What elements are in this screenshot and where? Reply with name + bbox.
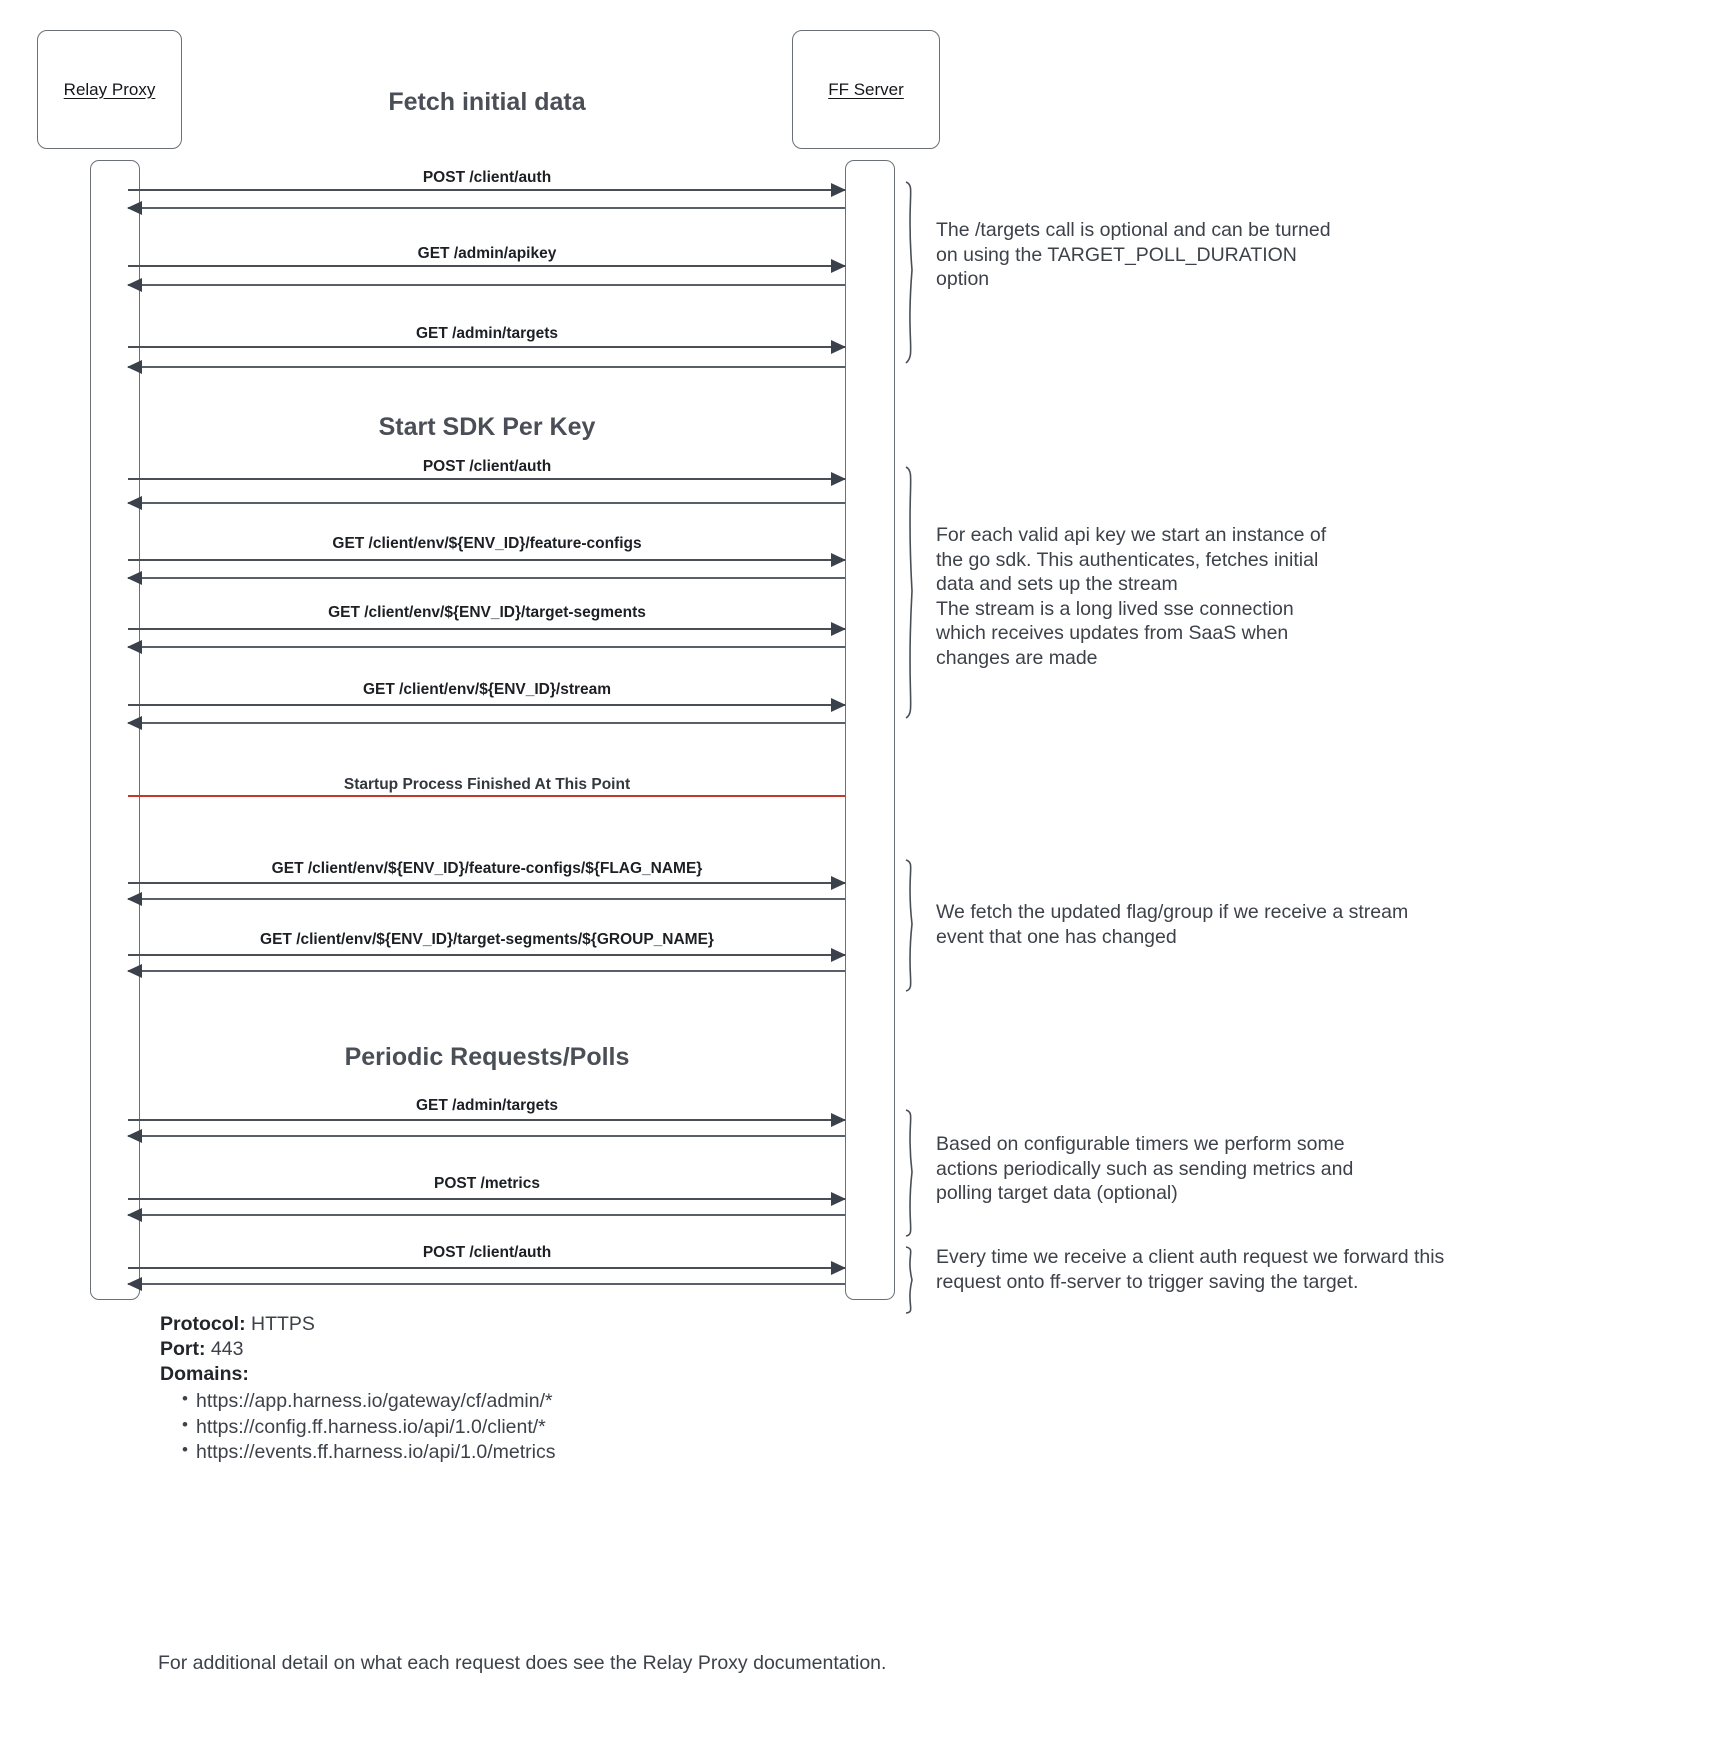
lifeline-relay-proxy [90,160,140,1300]
message-arrow-m1-request [128,183,846,197]
curly-brace-icon [905,181,913,364]
message-arrow-m10-request [128,1113,846,1127]
note-client-auth-fwd-text: Every time we receive a client auth requ… [936,1246,1445,1293]
footer-protocol-row: Protocol: HTTPS [160,1312,960,1337]
participant-ff-server[interactable]: FF Server [792,30,940,149]
note-client-auth-fwd: Every time we receive a client auth requ… [900,1245,1600,1315]
curly-brace-icon [905,1109,913,1237]
note-sdk-instance: For each valid api key we start an insta… [900,465,1540,720]
message-arrow-m1-response [127,200,845,215]
footer-domains-row: Domains: [160,1362,960,1387]
message-arrow-m2-request [128,259,846,273]
section-title-start-sdk-per-key: Start SDK Per Key [378,413,596,441]
footer-port-row: Port: 443 [160,1337,960,1362]
footer-protocol-value: HTTPS [251,1313,315,1335]
message-label-m11: POST /metrics [434,1175,540,1192]
message-arrow-m6-request [128,622,846,636]
footer-domains-label: Domains: [160,1363,249,1386]
message-arrow-m9-response [127,963,845,978]
message-arrow-m7-request [128,698,846,712]
lifeline-ff-server [845,160,895,1300]
message-label-m4: POST /client/auth [422,458,552,475]
message-arrow-m8-request [128,876,846,890]
section-title-fetch-initial-data: Fetch initial data [388,88,586,116]
message-arrow-m12-request [128,1261,846,1275]
divider-line-startup-finished [128,795,845,797]
message-label-m5: GET /client/env/${ENV_ID}/feature-config… [332,535,642,552]
message-arrow-m9-request [128,948,846,962]
message-label-m6: GET /client/env/${ENV_ID}/target-segment… [328,604,646,621]
message-arrow-m6-response [127,639,845,654]
message-arrow-m11-response [127,1207,845,1222]
note-periodic-timers-text: Based on configurable timers we perform … [936,1133,1354,1205]
list-item: https://config.ff.harness.io/api/1.0/cli… [182,1414,960,1440]
message-label-m3: GET /admin/targets [415,325,559,342]
note-stream-update: We fetch the updated flag/group if we re… [900,858,1600,993]
message-arrow-m3-response [127,359,845,374]
message-label-m8: GET /client/env/${ENV_ID}/feature-config… [271,860,703,877]
message-arrow-m4-response [127,495,845,510]
list-item: https://events.ff.harness.io/api/1.0/met… [182,1439,960,1465]
footer-port-label: Port: [160,1338,206,1361]
participant-ff-server-label: FF Server [828,79,904,99]
footer-domains-list: https://app.harness.io/gateway/cf/admin/… [160,1388,960,1465]
message-arrow-m5-request [128,553,846,567]
curly-brace-icon [905,859,913,992]
participant-relay-proxy[interactable]: Relay Proxy [37,30,182,149]
message-arrow-m11-request [128,1192,846,1206]
footer-additional-detail: For additional detail on what each reque… [158,1652,887,1674]
note-periodic-timers: Based on configurable timers we perform … [900,1108,1540,1238]
message-label-m1: POST /client/auth [422,169,552,186]
message-arrow-m7-response [127,715,845,730]
message-arrow-m2-response [127,277,845,292]
message-label-m12: POST /client/auth [422,1244,552,1261]
message-label-m10: GET /admin/targets [415,1097,559,1114]
message-arrow-m3-request [128,340,846,354]
message-arrow-m10-response [127,1128,845,1143]
footer-port-value: 443 [210,1338,244,1361]
participant-relay-proxy-label: Relay Proxy [63,79,156,99]
footer-connection-details: Protocol: HTTPS Port: 443 Domains: https… [160,1312,960,1465]
message-label-m2: GET /admin/apikey [417,245,557,262]
note-sdk-instance-text: For each valid api key we start an insta… [936,524,1327,669]
list-item: https://app.harness.io/gateway/cf/admin/… [182,1388,960,1414]
note-stream-update-text: We fetch the updated flag/group if we re… [936,901,1409,948]
note-targets-optional: The /targets call is optional and can be… [900,180,1540,365]
message-label-m7: GET /client/env/${ENV_ID}/stream [362,681,612,698]
curly-brace-icon [905,1246,913,1314]
divider-label-startup-finished: Startup Process Finished At This Point [343,776,631,793]
curly-brace-icon [905,466,913,719]
footer-protocol-label: Protocol: [160,1313,246,1335]
section-title-periodic-requests: Periodic Requests/Polls [344,1043,630,1071]
message-arrow-m4-request [128,472,846,486]
message-label-m9: GET /client/env/${ENV_ID}/target-segment… [260,931,714,948]
message-arrow-m12-response [127,1276,845,1291]
note-targets-optional-text: The /targets call is optional and can be… [936,219,1331,291]
message-arrow-m8-response [127,891,845,906]
message-arrow-m5-response [127,570,845,585]
